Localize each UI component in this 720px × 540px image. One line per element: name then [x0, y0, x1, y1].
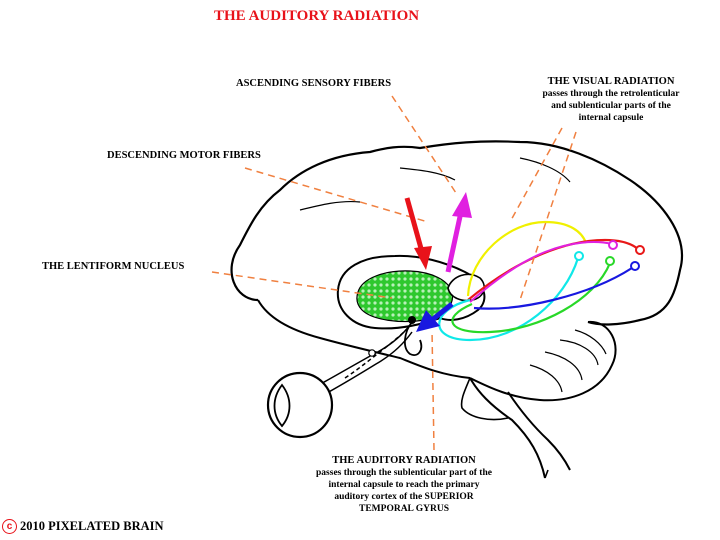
arrow-ascending-sensory	[445, 192, 472, 273]
leader-descending	[244, 167, 429, 223]
fiber-cyan-end	[574, 251, 584, 261]
optic-tract-dashed	[344, 327, 409, 379]
leader-ascending	[391, 95, 459, 197]
visual-heading: THE VISUAL RADIATION	[547, 76, 675, 87]
visual-line-1: passes through the retrolenticular	[542, 89, 680, 99]
cerebellum-folia	[529, 329, 607, 393]
leader-visual-2	[519, 131, 577, 301]
hippocampus-hook	[404, 321, 423, 356]
label-visual-radiation: THE VISUAL RADIATION passes through the …	[516, 76, 706, 124]
fiber-cyan	[438, 257, 580, 342]
temporal-lobe-outline	[257, 299, 471, 379]
optic-chiasm-marker	[368, 349, 376, 357]
diagram-title: THE AUDITORY RADIATION	[214, 8, 420, 24]
eye-lens	[273, 383, 291, 428]
auditory-line-4: TEMPORAL GYRUS	[359, 504, 449, 514]
fiber-yellow	[466, 220, 588, 297]
visual-line-2: and sublenticular parts of the	[551, 101, 671, 111]
copyright-notice: c 2010 PIXELATED BRAIN	[2, 519, 164, 534]
fiber-magenta	[469, 241, 613, 303]
fiber-green-end	[605, 256, 615, 266]
lateral-geniculate	[408, 316, 416, 324]
copyright-icon: c	[2, 519, 17, 534]
thalamus	[447, 273, 485, 302]
leader-auditory	[431, 329, 435, 451]
fiber-green	[451, 262, 612, 334]
leader-lentiform	[211, 271, 393, 299]
arrow-auditory	[416, 302, 454, 332]
auditory-line-1: passes through the sublenticular part of…	[316, 468, 492, 478]
label-lentiform-nucleus: THE LENTIFORM NUCLEUS	[42, 261, 185, 272]
fiber-red	[467, 238, 639, 301]
auditory-line-2: internal capsule to reach the primary	[328, 480, 480, 490]
fiber-blue-end	[630, 261, 640, 271]
lateral-sulcus	[299, 157, 571, 211]
label-auditory-radiation: THE AUDITORY RADIATION passes through th…	[284, 455, 524, 515]
ventricle-outline	[336, 254, 486, 330]
visual-line-3: internal capsule	[578, 113, 644, 123]
auditory-line-3: auditory cortex of the SUPERIOR	[334, 492, 474, 502]
medulla-outline	[460, 377, 549, 479]
arrow-descending-motor	[404, 197, 432, 270]
leader-lines	[211, 95, 577, 451]
leader-visual-1	[509, 127, 563, 223]
cerebellum-outline	[469, 320, 617, 402]
fiber-red-end	[635, 245, 645, 255]
label-ascending-sensory: ASCENDING SENSORY FIBERS	[236, 78, 392, 89]
label-descending-motor: DESCENDING MOTOR FIBERS	[107, 150, 261, 161]
fiber-magenta-end	[608, 240, 618, 250]
fiber-blue	[473, 267, 633, 310]
brainstem-outline	[469, 377, 571, 479]
copyright-text: 2010 PIXELATED BRAIN	[20, 519, 164, 533]
auditory-heading: THE AUDITORY RADIATION	[332, 455, 476, 466]
brain-outline	[230, 140, 683, 326]
